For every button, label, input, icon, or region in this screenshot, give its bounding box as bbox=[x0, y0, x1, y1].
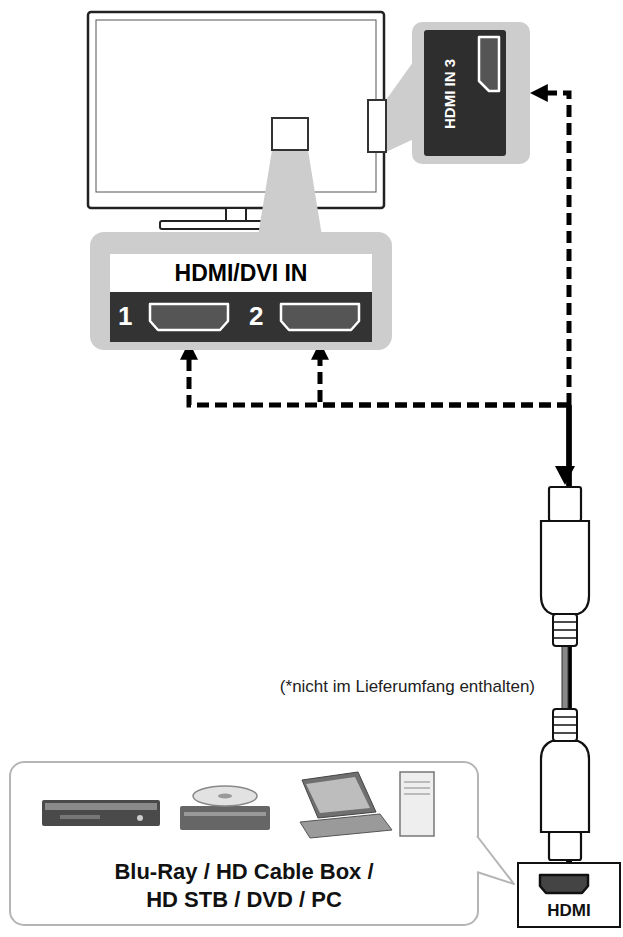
node-label: HDMI IN 3 bbox=[440, 39, 460, 149]
panel-pointer bbox=[477, 836, 514, 884]
hdmi-port bbox=[476, 34, 502, 94]
player-icon bbox=[180, 806, 270, 830]
hdmi-port bbox=[540, 875, 588, 893]
plug-upper bbox=[541, 487, 589, 646]
port-area-marker bbox=[272, 118, 308, 150]
hdmi-connection bbox=[189, 358, 569, 862]
laptop-icon bbox=[302, 772, 376, 818]
dashed-connection bbox=[320, 358, 569, 405]
panel-outline bbox=[10, 762, 478, 925]
port-slot: 2 bbox=[241, 292, 372, 342]
tv-set bbox=[88, 12, 384, 229]
plug-lower bbox=[541, 709, 589, 860]
hdmi-port bbox=[148, 301, 230, 333]
callout-panel: HDMI/DVI IN 1 2 bbox=[90, 232, 392, 350]
tower-icon bbox=[400, 772, 434, 836]
tower-icon bbox=[404, 788, 430, 789]
port-slot: 1 bbox=[110, 292, 241, 342]
strain-relief bbox=[553, 709, 577, 741]
plug-tip bbox=[549, 832, 581, 860]
recorder-icon bbox=[42, 800, 160, 826]
dashed-connection bbox=[189, 358, 569, 405]
note-label: (*nicht im Lieferumfang enthalten) bbox=[280, 676, 535, 698]
node-label: 2 bbox=[249, 301, 263, 331]
laptop-icon bbox=[300, 814, 392, 838]
tv-screen bbox=[96, 20, 376, 192]
node-label: HDMI bbox=[519, 901, 619, 921]
recorder-icon bbox=[45, 803, 157, 810]
node-label: 1 bbox=[118, 301, 132, 331]
device-panel: Blu-Ray / HD Cable Box / HD STB / DVD / … bbox=[10, 762, 478, 925]
hdmi-port bbox=[479, 37, 499, 91]
hdmi-output-box: HDMI bbox=[517, 862, 621, 928]
dashed-connection bbox=[546, 93, 569, 405]
callout-panel: HDMI IN 3 bbox=[412, 22, 530, 164]
tv-neck bbox=[226, 208, 246, 222]
strain-relief bbox=[553, 614, 577, 646]
strain-ridges bbox=[553, 622, 577, 638]
node-label: HDMI/DVI IN bbox=[110, 254, 372, 292]
plug-body bbox=[541, 521, 589, 614]
device-panel bbox=[10, 762, 514, 925]
tower-icon bbox=[404, 794, 430, 795]
tower-icon bbox=[404, 782, 430, 783]
cable bbox=[562, 640, 568, 715]
port-area-marker bbox=[368, 100, 386, 152]
hdmi-port bbox=[281, 304, 359, 330]
node-label: Blu-Ray / HD Cable Box / HD STB / DVD / … bbox=[104, 858, 384, 914]
recorder-icon bbox=[137, 815, 143, 821]
hdmi-port bbox=[279, 301, 361, 333]
plug-body bbox=[541, 741, 589, 832]
hdmi-port bbox=[538, 872, 590, 896]
disc-icon bbox=[193, 786, 257, 806]
callout-wedge bbox=[258, 150, 322, 236]
laptop-icon bbox=[306, 777, 370, 813]
hdmi-port bbox=[150, 304, 228, 330]
recorder-icon bbox=[60, 815, 100, 819]
cable-arrowhead bbox=[555, 466, 575, 485]
tv-bezel bbox=[88, 12, 384, 208]
strain-ridges bbox=[553, 717, 577, 733]
disc-icon bbox=[218, 794, 232, 799]
hdmi-connection bbox=[320, 358, 569, 862]
plug-tip bbox=[549, 487, 581, 521]
player-icon bbox=[184, 812, 266, 816]
